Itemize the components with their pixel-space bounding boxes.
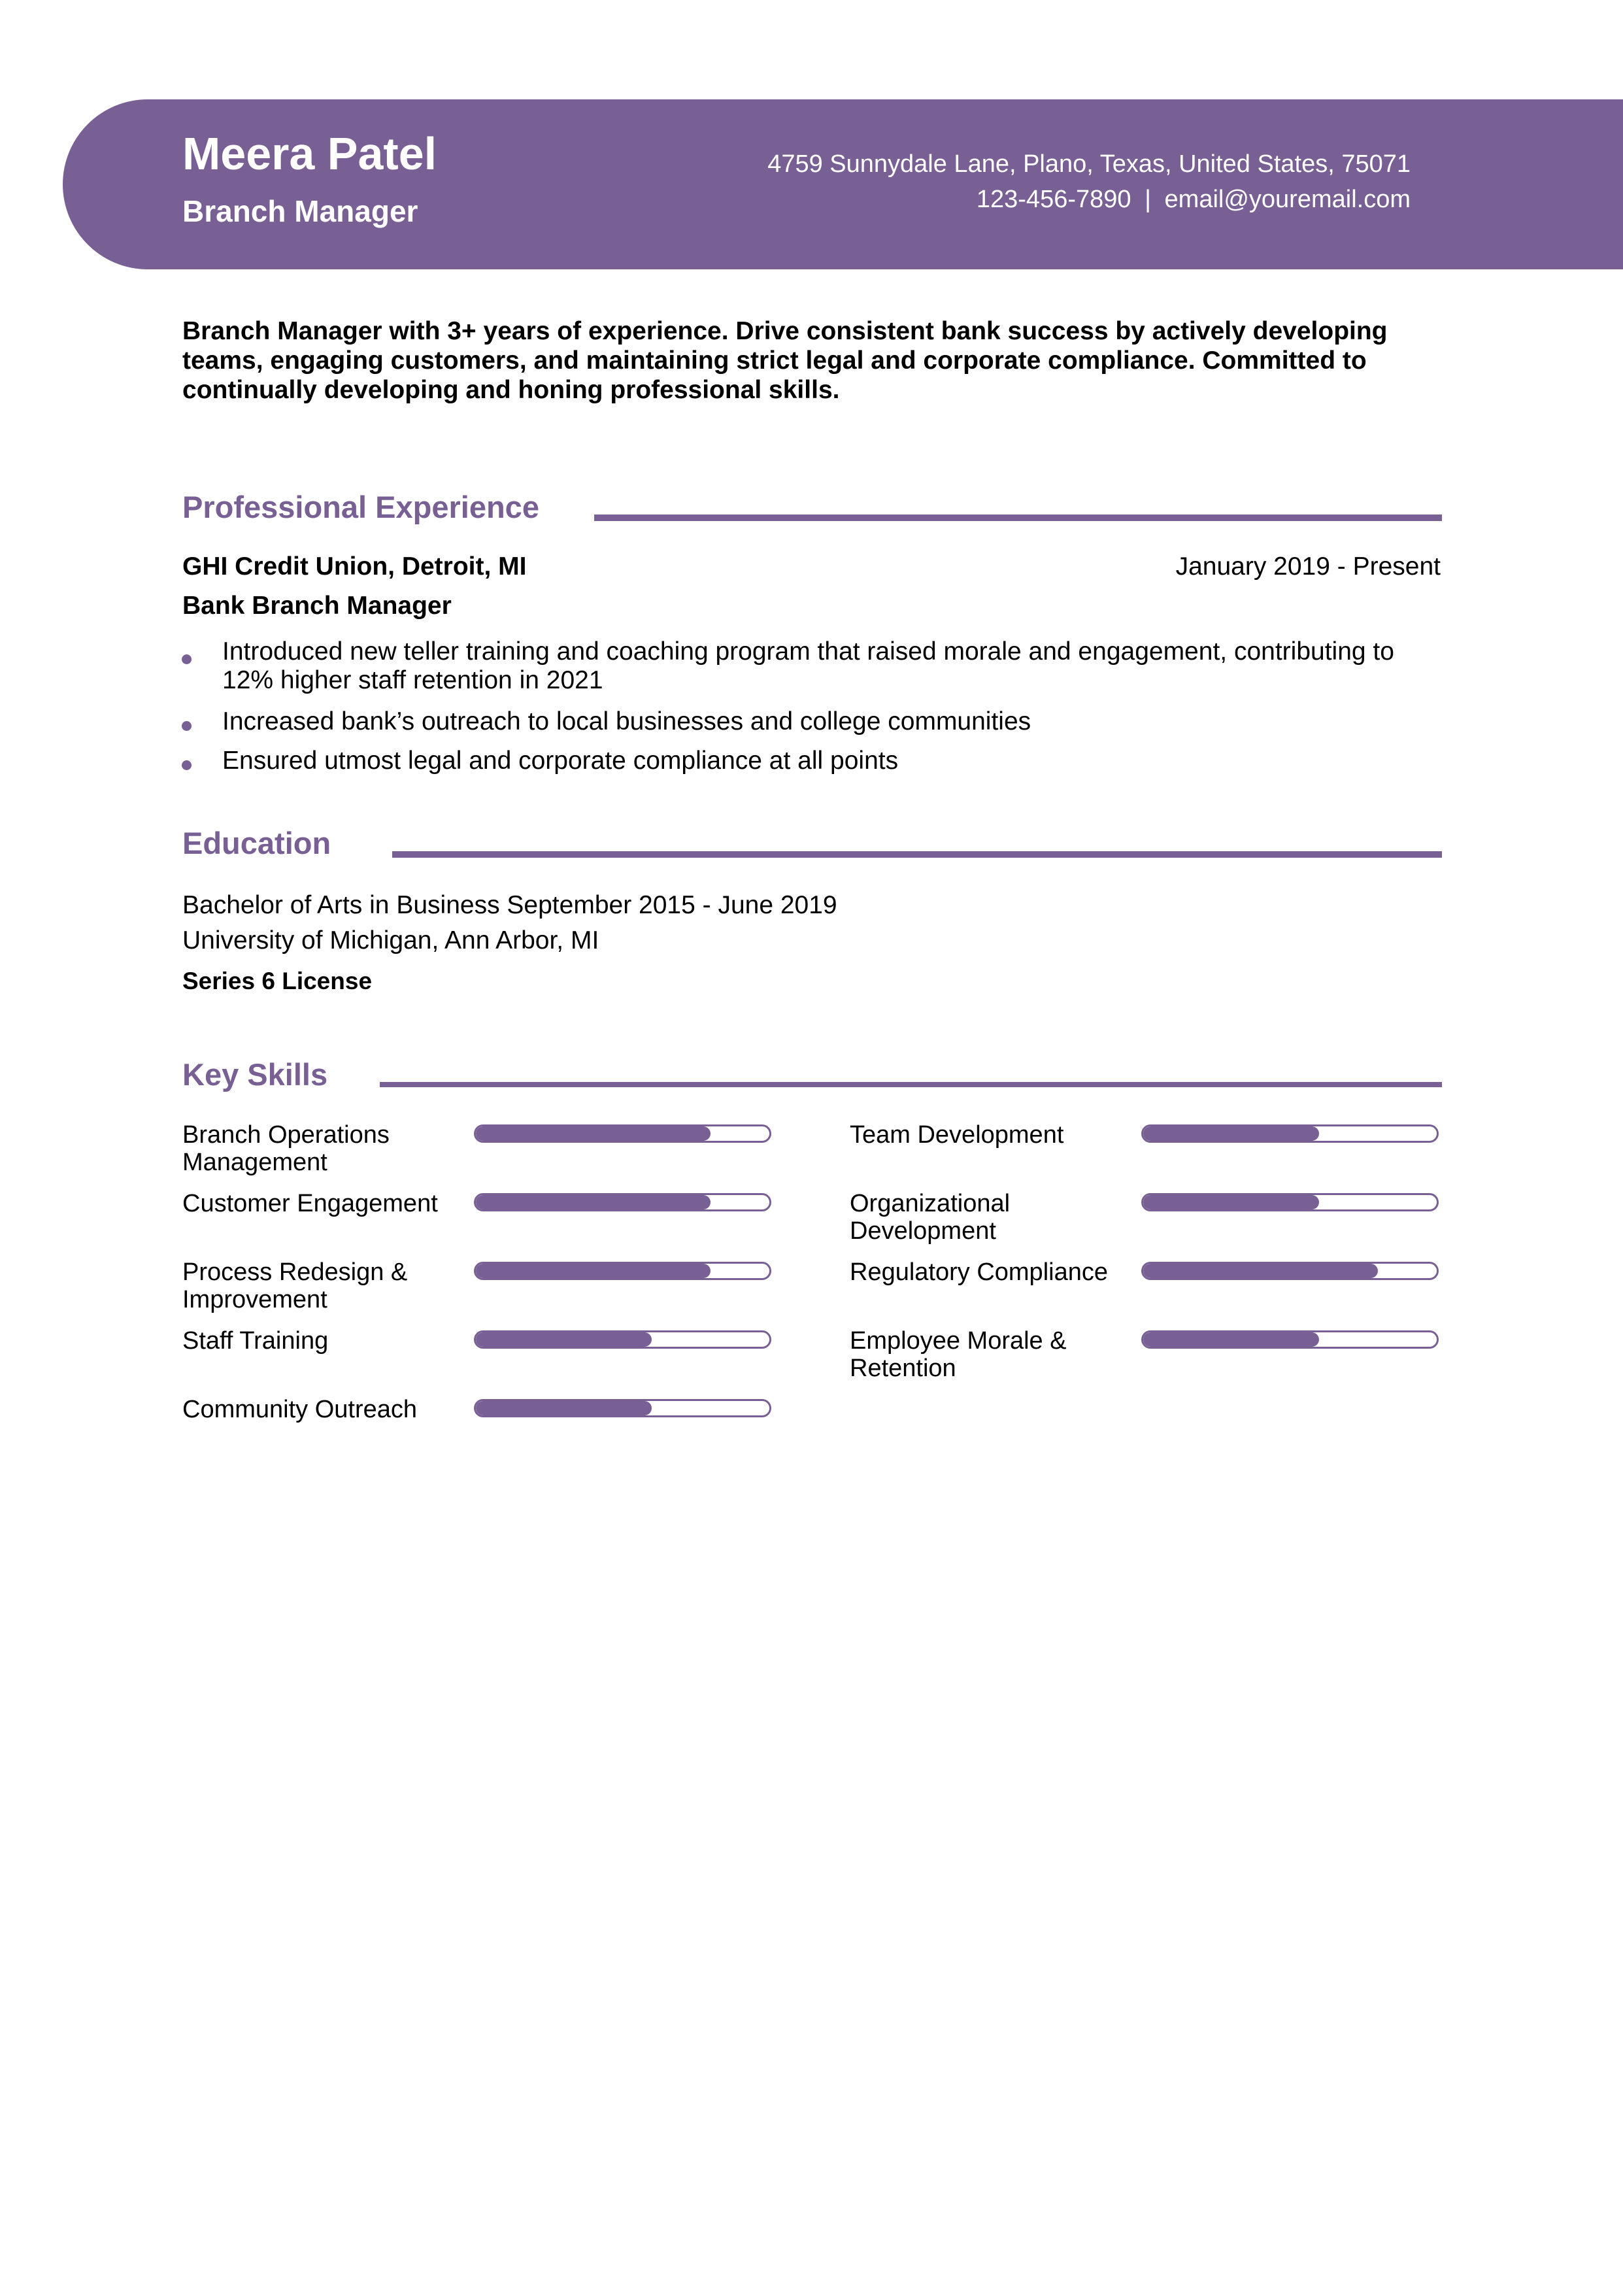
skill-level-bar <box>1141 1124 1439 1143</box>
contact-block: 4759 Sunnydale Lane, Plano, Texas, Unite… <box>767 146 1411 217</box>
education-divider <box>392 851 1442 858</box>
education-heading: Education <box>182 826 331 860</box>
skill-level-bar <box>474 1193 771 1211</box>
skill-level-fill <box>1143 1264 1379 1278</box>
degree-line: Bachelor of Arts in Business September 2… <box>182 891 837 919</box>
experience-bullet: Ensured utmost legal and corporate compl… <box>222 747 899 775</box>
contact-separator: | <box>1145 186 1151 213</box>
skill-level-fill <box>1143 1126 1320 1141</box>
employer: GHI Credit Union, Detroit, MI <box>182 552 527 581</box>
skill-level-fill <box>476 1126 711 1141</box>
phone-email-line: 123-456-7890 | email@youremail.com <box>767 182 1411 217</box>
skill-level-fill <box>1143 1195 1320 1209</box>
header-banner: Meera Patel Branch Manager 4759 Sunnydal… <box>63 99 1623 269</box>
profile-summary: Branch Manager with 3+ years of experien… <box>182 317 1388 404</box>
license: Series 6 License <box>182 968 373 994</box>
skill-label: Branch Operations Management <box>182 1121 390 1176</box>
phone: 123-456-7890 <box>976 186 1131 213</box>
skill-level-fill <box>476 1264 711 1278</box>
skill-label: Employee Morale & Retention <box>850 1327 1067 1382</box>
experience-divider <box>594 515 1442 521</box>
skill-level-fill <box>476 1401 652 1415</box>
skill-level-fill <box>476 1195 711 1209</box>
skill-level-bar <box>1141 1330 1439 1349</box>
skill-level-fill <box>1143 1332 1320 1347</box>
skill-level-bar <box>474 1399 771 1417</box>
experience-bullet: Increased bank’s outreach to local busin… <box>222 707 1031 735</box>
address: 4759 Sunnydale Lane, Plano, Texas, Unite… <box>767 150 1411 178</box>
skills-divider <box>380 1082 1442 1087</box>
skill-label: Community Outreach <box>182 1396 418 1423</box>
skill-level-bar <box>474 1262 771 1280</box>
bullet-dot <box>182 721 192 731</box>
email: email@youremail.com <box>1164 186 1411 213</box>
employment-dates: January 2019 - Present <box>1175 552 1441 581</box>
skill-level-bar <box>1141 1193 1439 1211</box>
candidate-title: Branch Manager <box>182 194 418 228</box>
candidate-name: Meera Patel <box>182 128 437 179</box>
experience-heading: Professional Experience <box>182 490 539 524</box>
bullet-dot <box>182 760 192 770</box>
skill-label: Regulatory Compliance <box>850 1258 1108 1286</box>
skill-level-bar <box>474 1124 771 1143</box>
experience-bullet: Introduced new teller training and coach… <box>222 637 1394 694</box>
skill-label: Staff Training <box>182 1327 329 1355</box>
skill-level-bar <box>1141 1262 1439 1280</box>
skill-label: Organizational Development <box>850 1190 1011 1245</box>
school: University of Michigan, Ann Arbor, MI <box>182 926 599 954</box>
skill-label: Process Redesign & Improvement <box>182 1258 408 1313</box>
skill-level-fill <box>476 1332 652 1347</box>
position-title: Bank Branch Manager <box>182 592 452 620</box>
skill-level-bar <box>474 1330 771 1349</box>
skills-heading: Key Skills <box>182 1057 328 1092</box>
skill-label: Team Development <box>850 1121 1064 1149</box>
bullet-dot <box>182 654 192 664</box>
skill-label: Customer Engagement <box>182 1190 438 1217</box>
